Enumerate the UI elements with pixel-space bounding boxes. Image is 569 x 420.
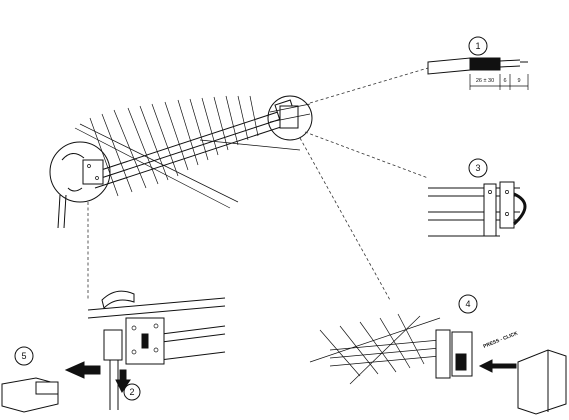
mast-clamp-detail-circle xyxy=(49,141,111,229)
step-1-badge xyxy=(468,36,488,56)
step-1-number: 1 xyxy=(475,41,480,51)
leader-lines xyxy=(87,67,429,301)
antenna-elements xyxy=(74,95,301,209)
step-2-number: 2 xyxy=(129,387,134,397)
step-4-badge xyxy=(458,294,478,314)
step-3-number: 3 xyxy=(475,163,480,173)
step-3-balun-connection: 3 xyxy=(428,158,527,237)
step-4-connector-attach: 4 PRESS - CLICK xyxy=(309,294,567,415)
dim-mid-length: 6 xyxy=(503,78,506,84)
step-5-end-cap: 5 xyxy=(1,346,59,413)
step-1-cable-strip: 1 26 ± 30 6 9 xyxy=(427,36,529,90)
step-3-badge xyxy=(468,158,488,178)
step-5-badge xyxy=(14,346,34,366)
cable-connection-detail-circle xyxy=(267,95,313,141)
step-4-number: 4 xyxy=(465,299,470,309)
step-2-mast-clamp: 2 xyxy=(64,290,226,410)
step-2-badge xyxy=(123,383,141,401)
press-click-note: PRESS - CLICK xyxy=(483,330,520,349)
main-antenna xyxy=(74,95,301,209)
step-5-number: 5 xyxy=(21,351,26,361)
dim-strip-length: 26 ± 30 xyxy=(476,78,494,84)
dim-end-length: 9 xyxy=(517,78,520,84)
